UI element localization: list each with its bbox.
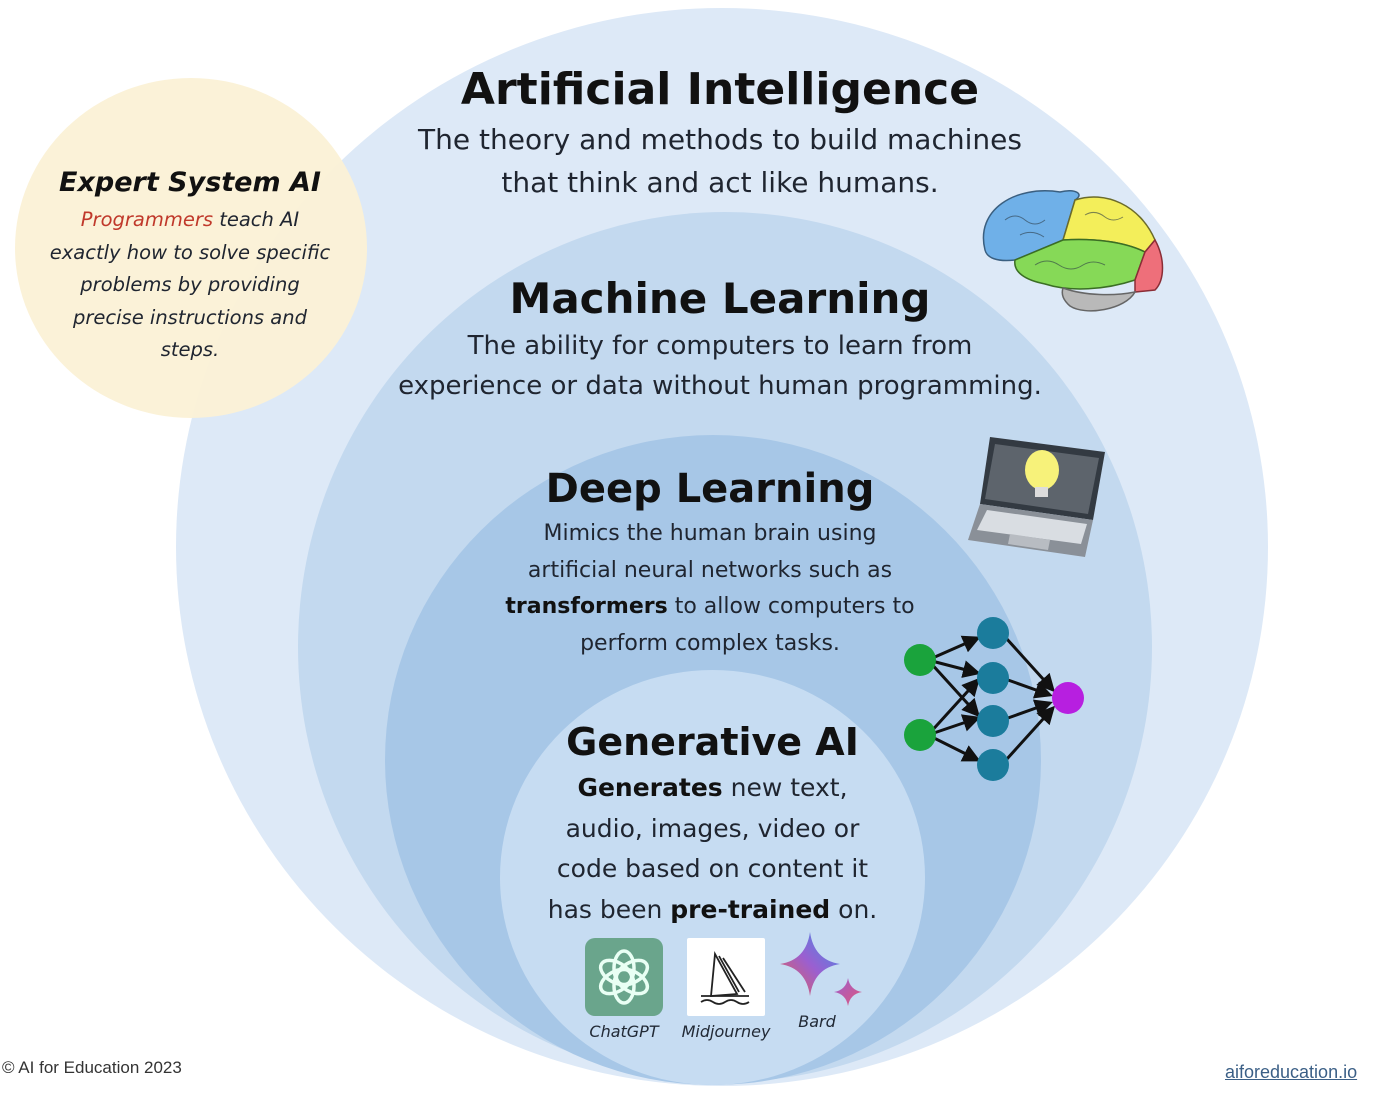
- midjourney-sailboat-icon: [687, 938, 765, 1016]
- deep-learning-section: Deep Learning Mimics the human brain usi…: [470, 462, 950, 662]
- ai-title: Artificial Intelligence: [460, 64, 980, 115]
- brain-icon: [975, 180, 1170, 320]
- gen-description-line-2: audio, images, video or: [565, 813, 860, 843]
- laptop-lightbulb-icon: [965, 432, 1110, 567]
- copyright-text: © AI for Education 2023: [2, 1058, 182, 1077]
- gen-ai-title: Generative AI: [566, 720, 859, 764]
- expert-line-4: precise instructions and: [73, 305, 307, 329]
- expert-system-circle: [15, 78, 367, 418]
- machine-learning-section: Machine Learning The ability for compute…: [340, 272, 1100, 406]
- chatgpt-logo-icon: [585, 938, 663, 1016]
- dl-description-line-4: perform complex tasks.: [580, 630, 840, 656]
- gen-description-line-3: code based on content it: [556, 854, 869, 883]
- expert-line-5: steps.: [160, 338, 220, 361]
- neural-network-icon: [898, 605, 1090, 785]
- expert-highlight-programmers: Programmers: [80, 208, 214, 231]
- gen-description-line-4-pre: has been: [547, 894, 671, 924]
- dl-title: Deep Learning: [545, 466, 875, 512]
- gen-description-line-4: has been pre-trained on.: [520, 890, 905, 931]
- dl-description-line-3: transformers to allow computers to: [470, 589, 950, 626]
- artificial-intelligence-section: Artificial Intelligence The theory and m…: [340, 62, 1100, 204]
- tool-chatgpt: ChatGPT: [584, 938, 664, 1041]
- expert-line-3: problems by providing: [80, 273, 300, 296]
- tool-midjourney: Midjourney: [678, 938, 774, 1041]
- gen-keyword-pretrained: pre-trained: [670, 894, 831, 924]
- ml-title: Machine Learning: [509, 274, 931, 323]
- tool-bard: Bard: [772, 930, 862, 1031]
- expert-line-2: exactly how to solve specific: [49, 240, 331, 264]
- expert-line-1: Programmers teach AI: [20, 204, 360, 237]
- ai-description-line-2: that think and act like humans.: [501, 166, 939, 199]
- expert-system-title: Expert System AI: [59, 167, 321, 198]
- expert-system-section: Expert System AI Programmers teach AI ex…: [20, 162, 360, 367]
- ml-description-line-1: The ability for computers to learn from: [467, 331, 973, 361]
- ai-description-line-1: The theory and methods to build machines: [418, 123, 1022, 156]
- website-link[interactable]: aiforeducation.io: [1225, 1062, 1358, 1082]
- gen-description-line-1-rest: new text,: [722, 773, 848, 802]
- tool-label-chatgpt: ChatGPT: [589, 1022, 659, 1041]
- tool-label-bard: Bard: [798, 1012, 836, 1031]
- bard-sparkle-icon: [778, 930, 862, 1016]
- dl-description-line-1: Mimics the human brain using: [543, 521, 877, 546]
- gen-description-line-1: Generates new text,: [520, 768, 905, 809]
- dl-description-line-2: artificial neural networks such as: [527, 557, 893, 583]
- expert-line-1-rest: teach AI: [213, 208, 300, 231]
- dl-description-line-3-rest: to allow computers to: [667, 594, 915, 619]
- dl-keyword-transformers: transformers: [505, 594, 668, 619]
- gen-description-line-4-post: on.: [830, 894, 878, 924]
- ml-description-line-2: experience or data without human program…: [398, 371, 1042, 401]
- gen-keyword-generates: Generates: [577, 773, 723, 802]
- generative-ai-section: Generative AI Generates new text, audio,…: [520, 716, 905, 930]
- tool-label-midjourney: Midjourney: [681, 1022, 771, 1041]
